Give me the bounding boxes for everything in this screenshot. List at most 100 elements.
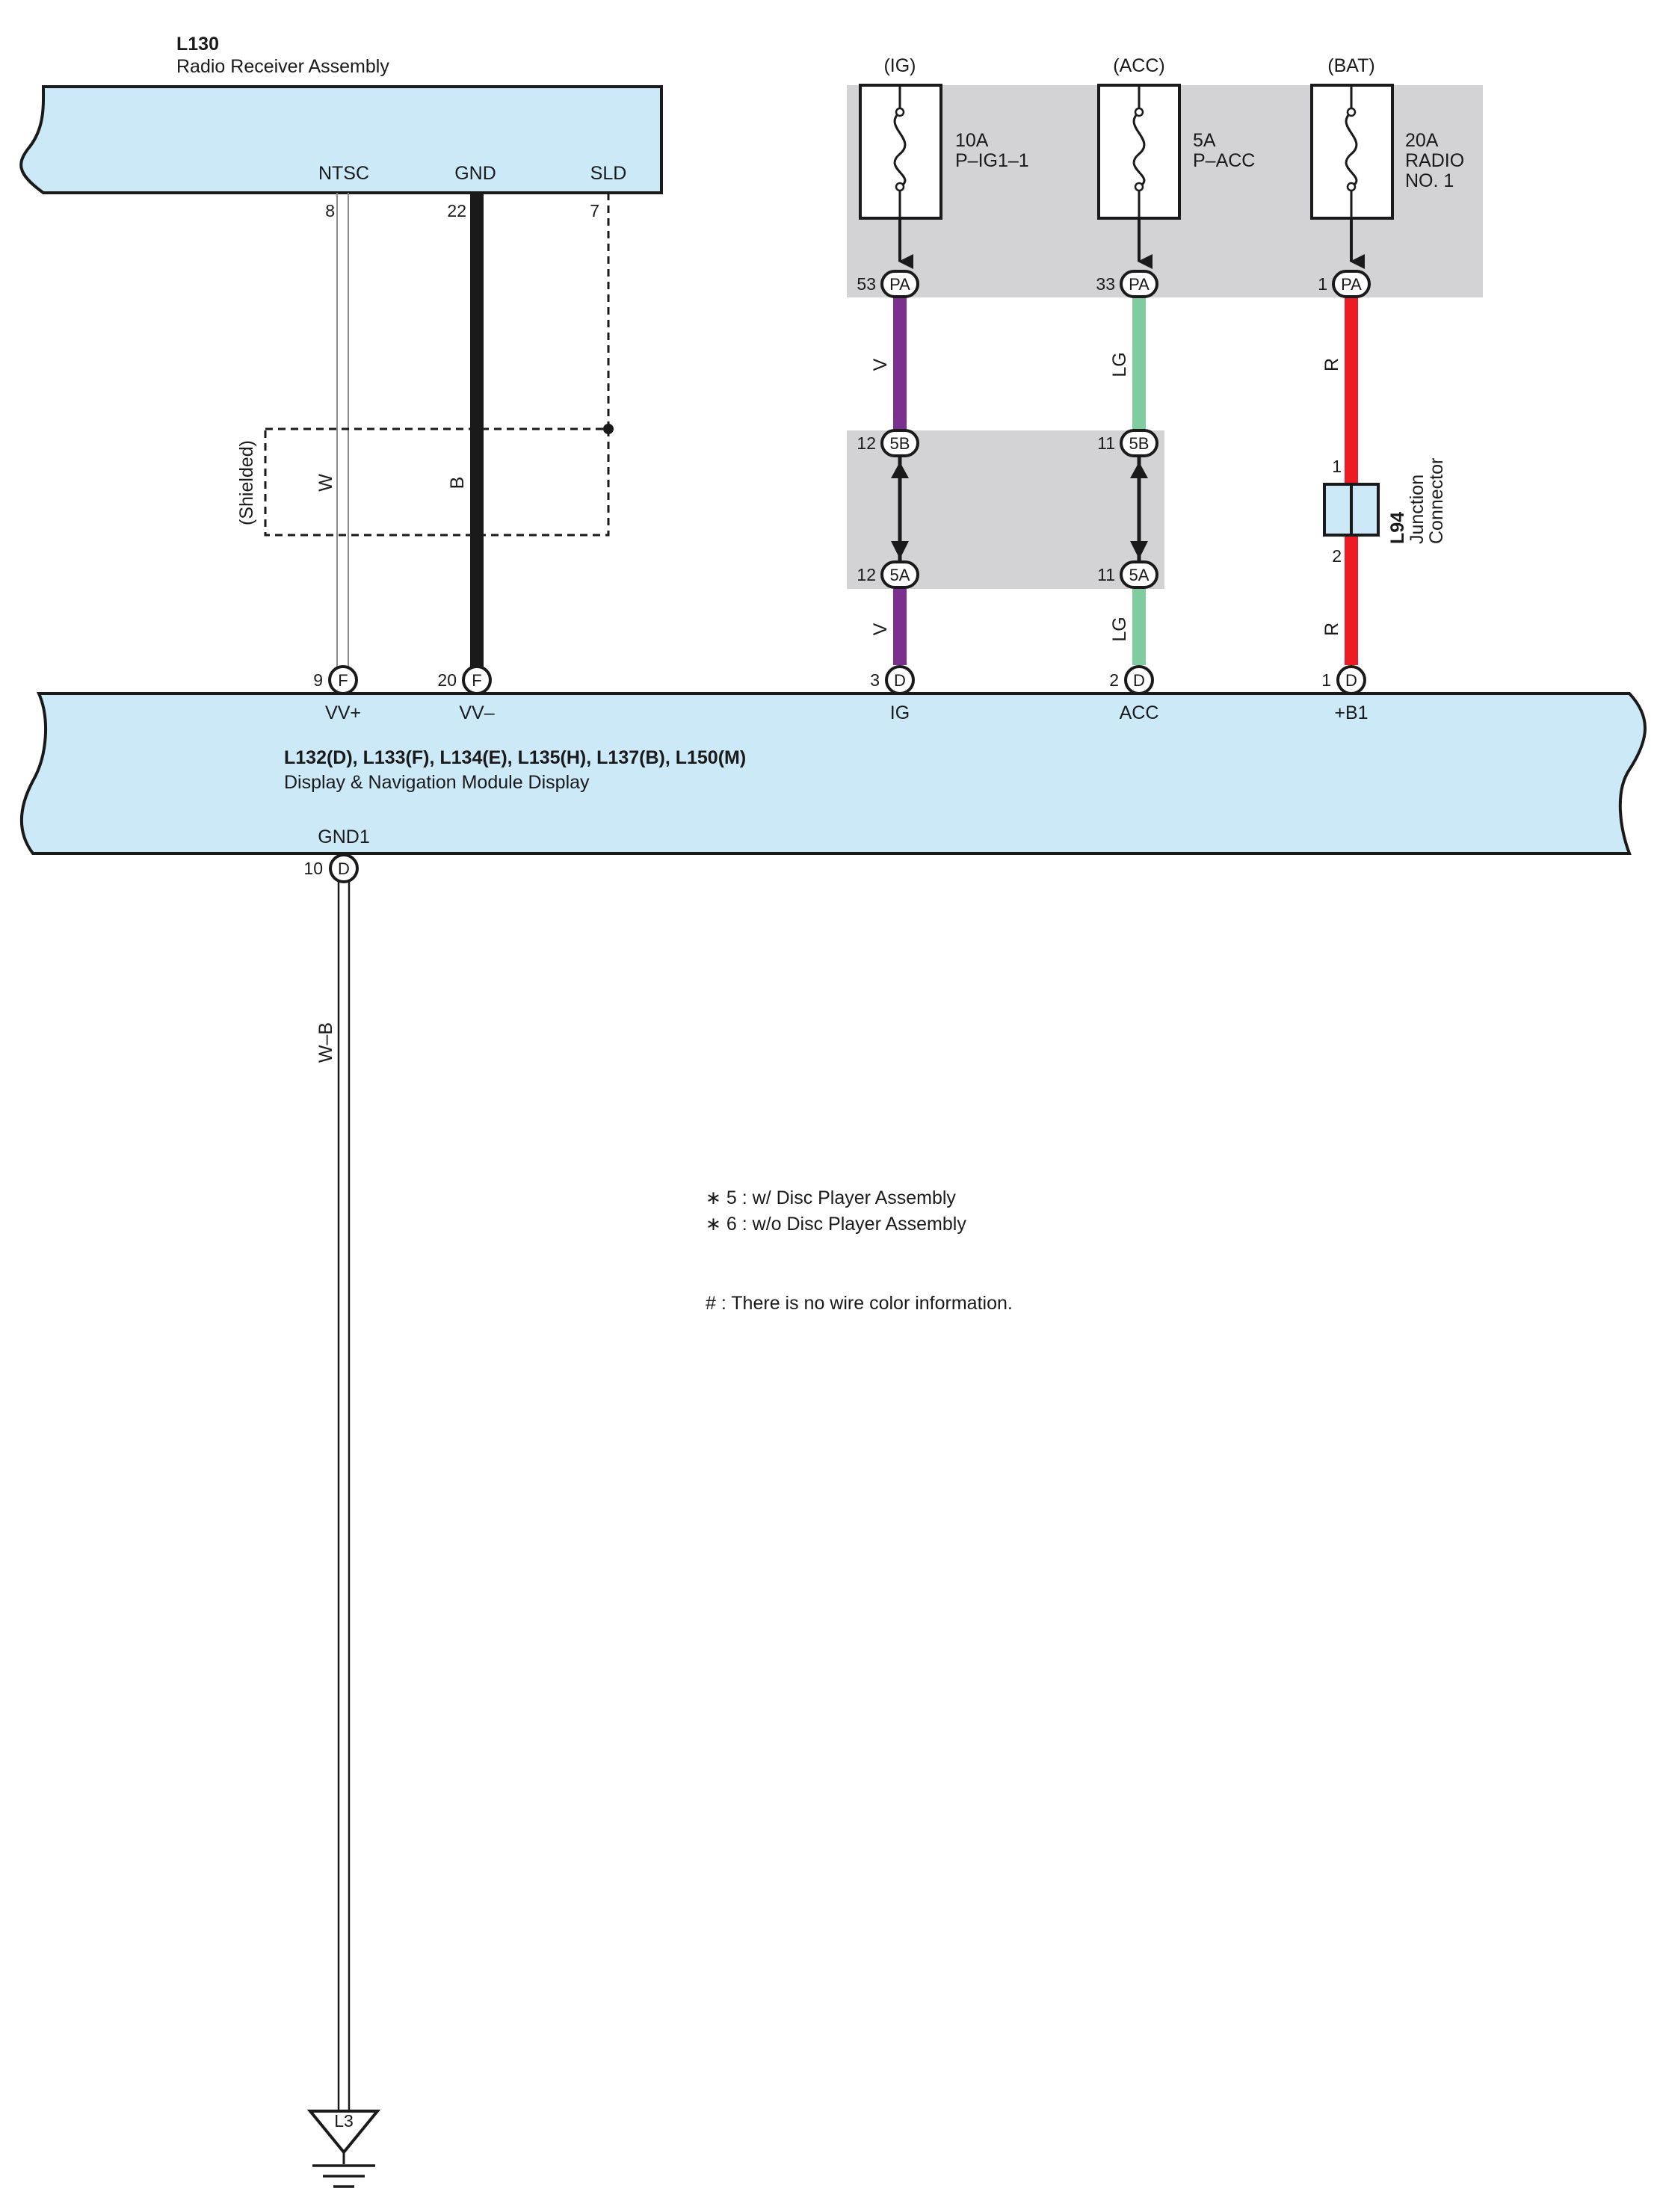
ig-wire-color-lower: V [870,622,891,635]
terminal-b1 [1336,665,1366,695]
fuse-acc-name: P–ACC [1193,150,1255,171]
junction-code: L94 [1387,512,1408,544]
terminal-vv-minus-pin: 20 [437,670,457,690]
radio-receiver-assembly: L130 Radio Receiver Assembly NTSC GND SL… [19,34,663,220]
acc-wire-color-lower: LG [1109,617,1130,641]
fuse-block: (IG) 10A P–IG1–1 (ACC) 5A P–ACC (BAT) [847,55,1483,297]
terminal-b1-name: +B1 [1334,702,1368,723]
radio-receiver-name: Radio Receiver Assembly [176,56,389,77]
fuse-ig-terminal-bottom [895,182,905,192]
display-navigation-module: L132(D), L133(F), L134(E), L135(H), L137… [19,665,1647,883]
terminal-vv-minus-conn: F [472,671,481,690]
note-disc-player-without: ∗ 6 : w/o Disc Player Assembly [706,1214,966,1235]
fuse-bat-terminal-bottom [1346,182,1357,192]
fuse-acc-icon [1132,85,1146,218]
terminal-gnd1-pin: 10 [303,859,323,878]
connector-pa-bat-label: PA [1341,275,1362,294]
terminal-b1-conn: D [1345,671,1357,690]
fuse-bat-icon [1345,85,1358,218]
connector-pa-ig [880,270,919,298]
terminal-ig-name: IG [890,702,910,723]
terminal-vv-plus [328,665,358,695]
terminal-ig-conn: D [894,671,906,690]
connector-5a-ig-label: 5A [890,566,910,584]
fuse-bat-terminal-top [1346,107,1357,117]
terminal-acc-pin: 2 [1109,670,1119,690]
terminal-vv-plus-conn: F [338,671,348,690]
display-module-box [19,692,1647,855]
fuse-ig-name: P–IG1–1 [955,150,1029,171]
fuse-acc-rating: 5A [1193,130,1216,151]
fuse-bat: (BAT) 20A RADIO NO. 1 [1310,55,1464,269]
terminal-gnd-label: GND [454,163,496,184]
ground-wire: W–B L3 [306,882,381,2188]
ig-wire-color-upper: V [870,358,891,371]
terminal-ig-pin: 3 [870,670,880,690]
fuse-ig-terminal-top [895,107,905,117]
shield-box [264,427,610,537]
connector-pa-acc-label: PA [1129,275,1150,294]
acc-wire-color-upper: LG [1109,352,1130,377]
fuse-acc: (ACC) 5A P–ACC [1097,55,1255,269]
wire-b-label: B [447,477,468,489]
connector-acc-arrow-up [1130,462,1148,478]
terminal-ig [885,665,915,695]
ground-wire-color: W–B [315,1022,336,1063]
fuse-ig: (IG) 10A P–IG1–1 [859,55,1029,269]
connector-5b-acc-pin: 11 [1097,433,1115,453]
fuse-ig-icon [893,85,907,218]
terminal-vv-minus [462,665,492,695]
connector-5b-acc-label: 5B [1129,434,1150,453]
connector-pa-ig-label: PA [889,275,910,294]
fuse-ig-rating: 10A [955,130,989,151]
wire-w-label: W [315,474,336,492]
terminal-gnd-pin: 22 [447,201,466,220]
notes: ∗ 5 : w/ Disc Player Assembly ∗ 6 : w/o … [706,1187,1013,1314]
bat-wire-color-upper: R [1321,358,1342,371]
junction-name-line1: Junction [1407,475,1428,544]
connector-pa-bat-pin: 1 [1318,274,1327,294]
connector-5a-ig-pin: 12 [857,565,876,584]
fuse-acc-terminal-top [1134,107,1144,117]
connector-ig-arrow-down [891,541,909,559]
ground-point-label: L3 [334,2111,354,2131]
junction-pin-top: 1 [1332,457,1342,476]
terminal-vv-minus-name: VV– [459,702,494,723]
ground-point-triangle [306,2110,381,2155]
terminal-vv-plus-name: VV+ [325,702,361,723]
connector-ig-arrow-up [891,462,909,478]
terminal-sld-pin: 7 [590,201,599,220]
display-module-name: Display & Navigation Module Display [284,772,590,793]
radio-receiver-code: L130 [176,34,219,55]
connector-pa-ig-pin: 53 [857,274,876,294]
connector-acc-arrow-down [1130,541,1148,559]
terminal-sld-label: SLD [590,163,627,184]
connector-5b-acc [1120,429,1158,457]
connector-pa-acc [1120,270,1158,298]
fuse-acc-terminal-bottom [1134,182,1144,192]
supply-wires: V LG R V LG R [870,297,1358,665]
fuse-bat-rating: 20A [1405,130,1439,151]
connector-5a-acc-label: 5A [1129,566,1150,584]
fuse-bat-name-line2: NO. 1 [1405,170,1454,191]
connector-5b-ig [880,429,919,457]
junction-pin-bottom: 2 [1332,546,1342,566]
terminal-b1-pin: 1 [1321,670,1331,690]
junction-name-line2: Connector [1426,458,1447,544]
terminal-ntsc-pin: 8 [325,201,335,220]
junction-connector-l94: 1 2 L94 Junction Connector [1323,457,1447,566]
terminal-acc [1124,665,1154,695]
inline-connector-block: 5B 12 5A 12 5B 11 5A 11 [847,429,1164,589]
video-wires: (Shielded) W B [236,193,614,674]
shield-junction-dot [603,424,614,434]
terminal-gnd1-name: GND1 [318,827,369,847]
fuse-bat-source: (BAT) [1327,55,1374,76]
connector-pa-acc-pin: 33 [1096,274,1115,294]
connector-pa-bat [1332,270,1371,298]
bat-wire-color-lower: R [1321,622,1342,636]
terminal-gnd1 [329,853,359,883]
fuse-output-connectors: PA 53 PA 33 PA 1 [857,270,1371,298]
fuse-acc-source: (ACC) [1113,55,1164,76]
display-module-codes: L132(D), L133(F), L134(E), L135(H), L137… [284,747,746,768]
